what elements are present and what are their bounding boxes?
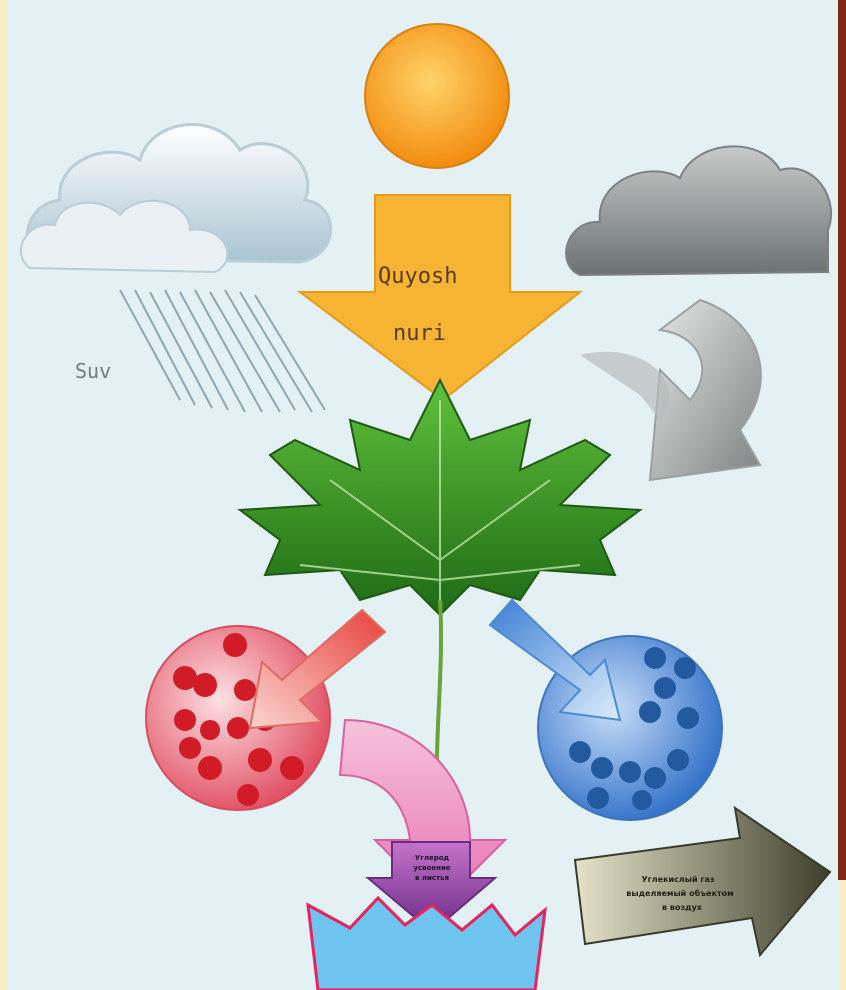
dark-arrow-label-line1: Углекислый газ	[641, 875, 714, 884]
dark-arrow-label-line3: в воздух	[662, 903, 703, 912]
purple-label-line3: в листья	[415, 874, 449, 882]
dark-arrow-label-line2: выделяемый объектом	[626, 888, 733, 898]
purple-label-line1: Углерод	[415, 854, 450, 862]
sunlight-label-line2: nuri	[393, 321, 446, 346]
sunlight-label-line1: Quyosh	[378, 264, 457, 289]
water-label: Suv	[75, 359, 111, 383]
purple-label-line2: усвоение	[413, 864, 450, 872]
frame-border	[838, 0, 846, 880]
sun-icon	[365, 24, 509, 168]
